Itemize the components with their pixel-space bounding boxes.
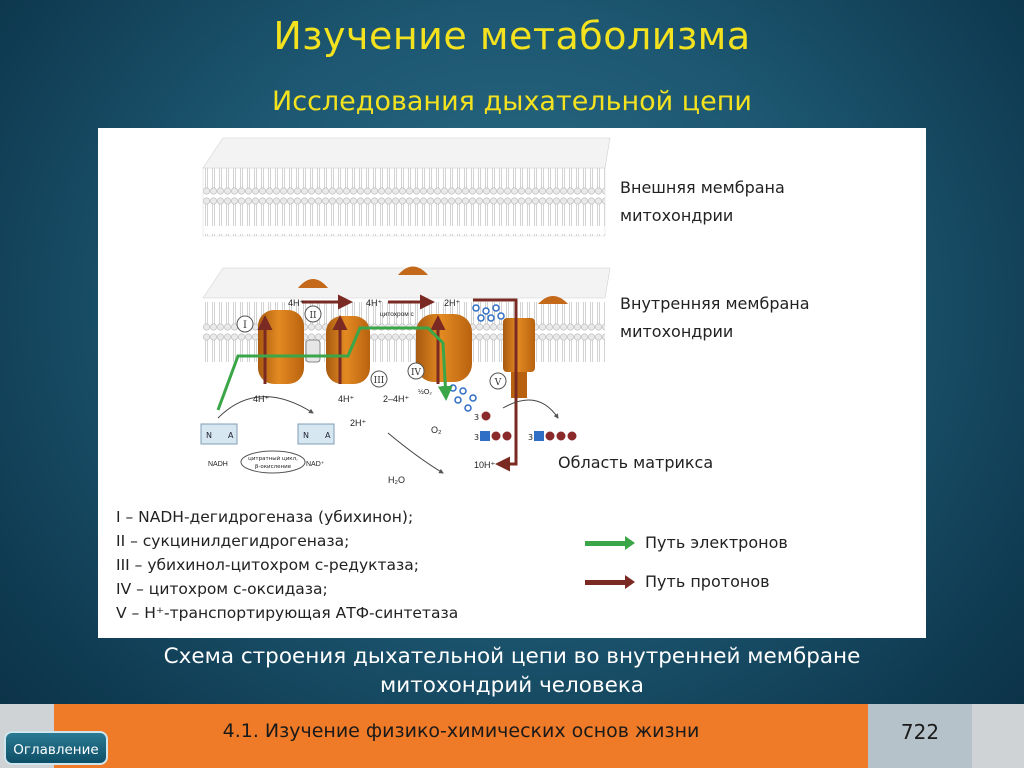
complex-v-numeral: V	[494, 378, 502, 388]
complex-legend: I – NADH-дегидрогеназа (убихинон); II – …	[116, 505, 458, 625]
diagram-panel: I II III IV V	[98, 128, 926, 638]
label-cyt-c: цитохром с	[380, 311, 415, 318]
bead-count-2: 3	[474, 433, 479, 442]
label-h2o: H₂O	[388, 475, 405, 485]
cycle-label-1: цитратный цикл,	[248, 455, 298, 462]
brown-arrow-icon	[585, 580, 627, 585]
outer-membrane	[203, 138, 610, 236]
footer-page-block: 722	[868, 704, 972, 768]
label-nad: NAD⁺	[306, 461, 325, 468]
block-n-1: N	[206, 431, 212, 440]
cycle-label-2: β-окисление	[255, 464, 292, 470]
page-number: 722	[868, 720, 972, 744]
legend-complex-ii: II – сукцинилдегидрогеназа;	[116, 529, 458, 553]
section-title: 4.1. Изучение физико-химических основ жи…	[54, 720, 868, 742]
label-h2: 4H⁺	[366, 298, 383, 308]
label-h-in1: 4H⁺	[253, 394, 270, 404]
matrix-label: Область матрикса	[558, 449, 713, 477]
label-h1: 4H⁺	[288, 298, 305, 308]
label-o2-half: ½O₂	[418, 388, 432, 396]
bead-count-3: 3	[528, 433, 533, 442]
label-h-in4: 2H⁺	[350, 418, 367, 428]
legend-complex-i: I – NADH-дегидрогеназа (убихинон);	[116, 505, 458, 529]
page-subtitle: Исследования дыхательной цепи	[0, 86, 1024, 117]
label-h-in5: 10H⁺	[474, 460, 496, 470]
inner-membrane-label: Внутренняя мембрана митохондрии	[620, 290, 810, 346]
atp-adp-beads: 3 3 3	[474, 411, 577, 442]
complex-iv-numeral: IV	[411, 368, 422, 378]
complex-i-numeral: I	[243, 320, 247, 331]
block-a-2: A	[325, 431, 331, 440]
diagram-caption: Схема строения дыхательной цепи во внутр…	[0, 642, 1024, 700]
label-nadh: NADH	[208, 461, 228, 468]
page-title: Изучение метаболизма	[0, 14, 1024, 58]
legend-complex-v: V – H⁺-транспортирующая АТФ-синтетаза	[116, 601, 458, 625]
green-arrow-icon	[585, 541, 627, 546]
label-h-in2: 4H⁺	[338, 394, 355, 404]
table-of-contents-button[interactable]: Оглавление	[4, 731, 108, 765]
legend-complex-iii: III – убихинол-цитохром с-редуктаза;	[116, 553, 458, 577]
label-o2: O₂	[431, 425, 442, 435]
label-h3: 2H⁺	[444, 298, 461, 308]
block-a-1: A	[228, 431, 234, 440]
label-h-in3: 2–4H⁺	[383, 394, 410, 404]
legend-complex-iv: IV – цитохром с-оксидаза;	[116, 577, 458, 601]
outer-membrane-label: Внешняя мембрана митохондрии	[620, 174, 785, 230]
complex-ii-numeral: II	[309, 311, 317, 321]
bead-count-1: 3	[474, 413, 479, 422]
footer-right-block	[972, 704, 1024, 768]
footer-section: 4.1. Изучение физико-химических основ жи…	[54, 704, 868, 768]
block-n-2: N	[303, 431, 309, 440]
complex-iii-numeral: III	[374, 376, 385, 386]
